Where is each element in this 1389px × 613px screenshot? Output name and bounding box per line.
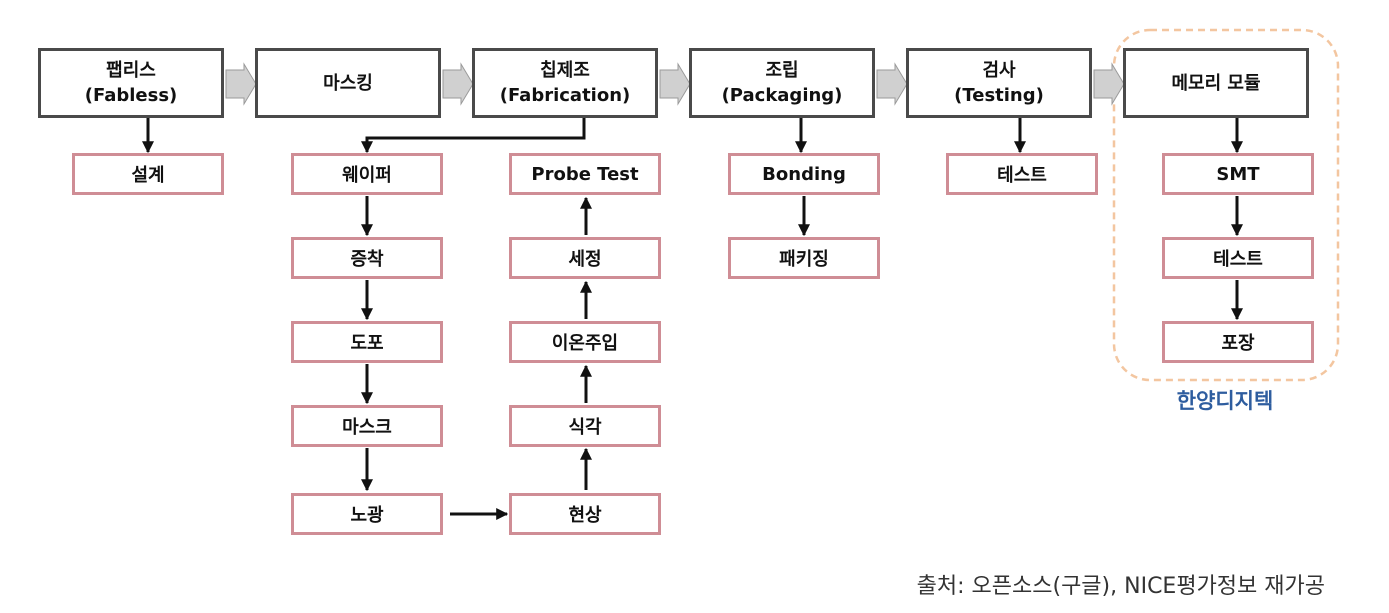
step-packaging: 패키징: [728, 237, 880, 279]
step-bonding: Bonding: [728, 153, 880, 195]
stage-memory-module-title: 메모리 모듈: [1171, 72, 1261, 94]
stage-fabless-title: 팹리스: [106, 60, 156, 81]
stage-fabrication: 칩제조 (Fabrication): [472, 48, 658, 118]
highlight-outline: [1112, 28, 1340, 382]
step-develop: 현상: [509, 493, 661, 535]
stage-memory-module: 메모리 모듈: [1123, 48, 1309, 118]
stage-packaging-title: 조립: [765, 60, 799, 81]
highlight-company-label: 한양디지텍: [1176, 389, 1274, 413]
step-cleaning: 세정: [509, 237, 661, 279]
stage-packaging: 조립 (Packaging): [689, 48, 875, 118]
stage-fabrication-title: 칩제조: [540, 60, 590, 81]
chevron-arrow-5: [1093, 62, 1125, 106]
step-test: 테스트: [946, 153, 1098, 195]
stage-masking-title: 마스킹: [323, 72, 373, 94]
step-mask: 마스크: [291, 405, 443, 447]
arrow-fab-to-wafer: [361, 118, 586, 154]
step-smt: SMT: [1162, 153, 1314, 195]
step-design: 설계: [72, 153, 224, 195]
stage-testing-subtitle: (Testing): [954, 85, 1044, 106]
chevron-arrow-4: [876, 62, 908, 106]
stage-fabrication-subtitle: (Fabrication): [499, 85, 631, 106]
step-ion-implant: 이온주입: [509, 321, 661, 363]
stage-testing-title: 검사: [982, 60, 1016, 81]
chevron-arrow-1: [225, 62, 257, 106]
step-wafer: 웨이퍼: [291, 153, 443, 195]
step-probe-test: Probe Test: [509, 153, 661, 195]
step-coating: 도포: [291, 321, 443, 363]
stage-fabless: 팹리스 (Fabless): [38, 48, 224, 118]
stage-fabless-subtitle: (Fabless): [84, 85, 178, 106]
step-etching: 식각: [509, 405, 661, 447]
step-module-test: 테스트: [1162, 237, 1314, 279]
stage-testing: 검사 (Testing): [906, 48, 1092, 118]
chevron-arrow-3: [659, 62, 691, 106]
step-deposition: 증착: [291, 237, 443, 279]
step-module-packing: 포장: [1162, 321, 1314, 363]
stage-masking: 마스킹: [255, 48, 441, 118]
chevron-arrow-2: [442, 62, 474, 106]
source-note: 출처: 오픈소스(구글), NICE평가정보 재가공: [916, 574, 1325, 599]
stage-packaging-subtitle: (Packaging): [721, 85, 843, 106]
step-exposure: 노광: [291, 493, 443, 535]
